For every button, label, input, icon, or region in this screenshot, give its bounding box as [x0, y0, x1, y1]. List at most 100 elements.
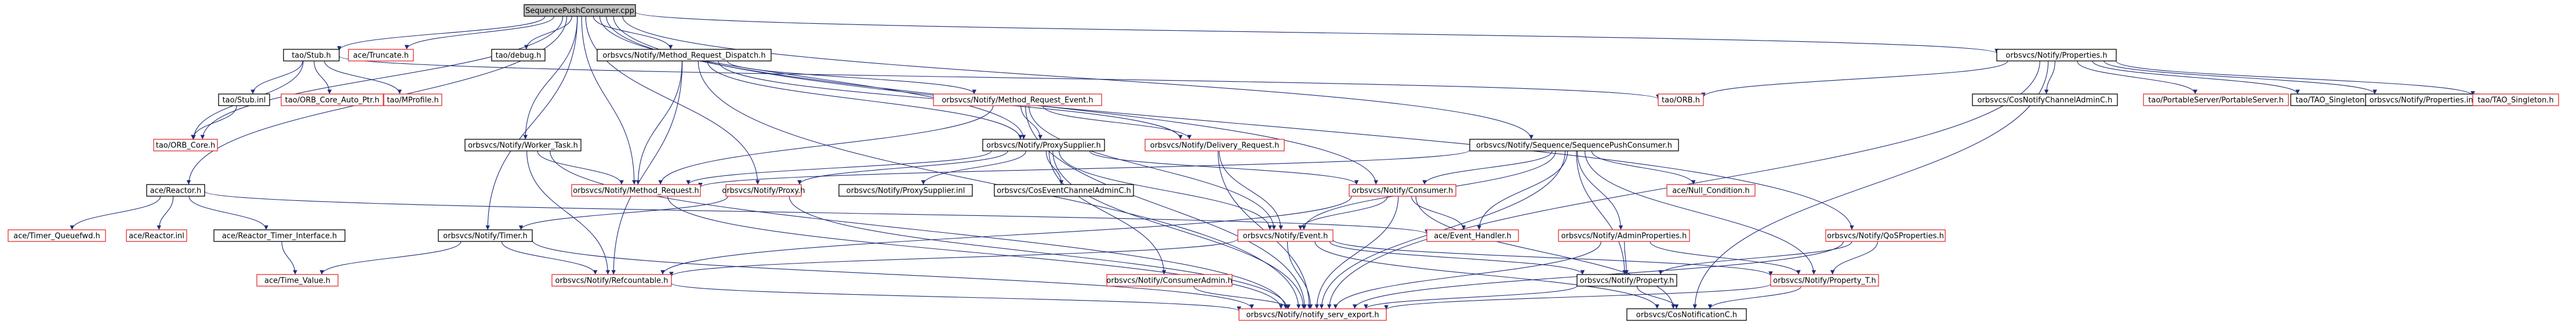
- node-box: [551, 274, 672, 287]
- node-worker_task[interactable]: orbsvcs/Notify/Worker_Task.h: [464, 139, 582, 151]
- node-cos_notification[interactable]: orbsvcs/CosNotificationC.h: [1626, 308, 1747, 321]
- node-box: [491, 49, 546, 62]
- edge-root-to-ace_truncate: [404, 16, 555, 50]
- node-tao_stub_h[interactable]: tao/Stub.h: [283, 49, 340, 62]
- node-props_inl[interactable]: orbsvcs/Notify/Properties.inl: [2365, 93, 2480, 106]
- node-admin_props[interactable]: orbsvcs/Notify/AdminProperties.h: [1558, 229, 1690, 242]
- edge-proxy_supplier-to-method_request: [686, 150, 992, 185]
- node-time_value[interactable]: ace/Time_Value.h: [256, 274, 339, 287]
- node-proxy_h[interactable]: orbsvcs/Notify/Proxy.h: [722, 184, 805, 197]
- node-consumer_h[interactable]: orbsvcs/Notify/Consumer.h: [1349, 184, 1456, 197]
- node-root[interactable]: SequencePushConsumer.cpp: [524, 4, 636, 17]
- edge-property_t-to-cos_notification: [1707, 286, 1802, 309]
- edge-worker_task-to-serv_export: [550, 150, 1288, 309]
- node-spc_h[interactable]: orbsvcs/Notify/Sequence/SequencePushCons…: [1469, 139, 1679, 151]
- node-orb_core[interactable]: tao/ORB_Core.h: [153, 139, 218, 151]
- node-label: orbsvcs/Notify/Refcountable.h: [555, 277, 668, 286]
- node-label: ace/Event_Handler.h: [1434, 232, 1512, 241]
- node-serv_export[interactable]: orbsvcs/Notify/notify_serv_export.h: [1238, 308, 1387, 321]
- node-ace_truncate[interactable]: ace/Truncate.h: [348, 49, 414, 62]
- node-box: [994, 184, 1134, 197]
- node-ace_reactor[interactable]: ace/Reactor.h: [146, 184, 205, 197]
- node-reactor_inl[interactable]: ace/Reactor.inl: [126, 229, 187, 242]
- node-label: orbsvcs/Notify/Properties.h: [2005, 52, 2107, 60]
- edge-event_h-to-serv_export: [1287, 241, 1313, 309]
- node-property_h[interactable]: orbsvcs/Notify/Property.h: [1576, 274, 1677, 287]
- node-qos_props[interactable]: orbsvcs/Notify/QoSProperties.h: [1825, 229, 1946, 242]
- node-orb_core_auto[interactable]: tao/ORB_Core_Auto_Ptr.h: [281, 93, 384, 106]
- edge-event_h-to-property_h: [1329, 241, 1585, 275]
- node-reactor_timer[interactable]: ace/Reactor_Timer_Interface.h: [213, 229, 346, 242]
- edge-ace_reactor-to-event_handler: [204, 191, 1429, 234]
- edge-tao_stub_h-to-tao_orb: [339, 56, 1661, 100]
- node-box: [283, 49, 340, 62]
- edge-mre_h-to-delivery_req: [1042, 105, 1192, 140]
- node-box: [838, 184, 973, 197]
- node-mprofile[interactable]: tao/MProfile.h: [383, 93, 442, 106]
- node-cos_nca[interactable]: orbsvcs/CosNotifyChannelAdminC.h: [1972, 93, 2118, 106]
- node-label: tao/Stub.h: [292, 52, 331, 60]
- node-event_h[interactable]: orbsvcs/Notify/Event.h: [1237, 229, 1334, 242]
- edge-notify_timer-to-refcountable: [501, 241, 598, 275]
- node-box: [1237, 229, 1334, 242]
- edge-admin_props-to-property_h: [1624, 241, 1629, 275]
- node-proxy_supplier[interactable]: orbsvcs/Notify/ProxySupplier.h: [982, 139, 1105, 151]
- edge-consumer_h-to-refcountable: [660, 196, 1352, 275]
- edge-props_h-to-props_inl: [2103, 60, 2377, 95]
- edge-tao_stub_h-to-mprofile: [324, 60, 402, 95]
- node-label: orbsvcs/Notify/Timer.h: [443, 232, 527, 241]
- edge-consumer_admin-to-serv_export: [1193, 286, 1291, 309]
- edge-proxy_supplier-to-proxy_supplier_inl: [921, 150, 1027, 185]
- node-timer_queuefwd[interactable]: ace/Timer_Queuefwd.h: [8, 229, 106, 242]
- node-box: [1106, 274, 1233, 287]
- node-delivery_req[interactable]: orbsvcs/Notify/Delivery_Request.h: [1145, 139, 1285, 151]
- node-props_h[interactable]: orbsvcs/Notify/Properties.h: [1996, 49, 2117, 62]
- node-label: orbsvcs/Notify/Property.h: [1580, 277, 1674, 286]
- node-box: [2143, 93, 2289, 106]
- edge-root-to-spc_h: [622, 16, 1534, 140]
- edge-worker_task-to-refcountable: [526, 150, 611, 275]
- node-tao_debug[interactable]: tao/debug.h: [491, 49, 546, 62]
- edge-root-to-tao_debug: [524, 16, 572, 50]
- node-mre_h[interactable]: orbsvcs/Notify/Method_Request_Event.h: [933, 93, 1102, 106]
- node-event_handler[interactable]: ace/Event_Handler.h: [1426, 229, 1519, 242]
- node-notify_timer[interactable]: orbsvcs/Notify/Timer.h: [438, 229, 533, 242]
- node-label: orbsvcs/Notify/Sequence/SequencePushCons…: [1476, 142, 1672, 150]
- node-box: [281, 93, 384, 106]
- node-label: tao/MProfile.h: [387, 96, 438, 105]
- edge-property_h-to-cos_notification: [1636, 286, 1679, 309]
- node-tao_orb[interactable]: tao/ORB.h: [1658, 93, 1704, 106]
- edge-props_h-to-tao_singleton_missing: [2116, 60, 2475, 96]
- node-tao_singleton_missing[interactable]: tao/TAO_Singleton.h: [2472, 93, 2559, 106]
- edge-qos_props-to-property_h: [1658, 241, 1852, 275]
- node-box: [1626, 308, 1747, 321]
- node-box: [597, 49, 772, 62]
- edge-consumer_h-to-event_handler: [1411, 196, 1466, 230]
- node-box: [2472, 93, 2559, 106]
- node-label: orbsvcs/Notify/Consumer.h: [1352, 187, 1454, 196]
- node-box: [1825, 229, 1946, 242]
- edge-worker_task-to-method_request: [537, 150, 624, 185]
- edge-root-to-props_h: [635, 12, 1999, 54]
- edge-mrd_h-to-proxy_supplier: [707, 60, 1023, 140]
- node-label: orbsvcs/Notify/Event.h: [1243, 232, 1328, 241]
- node-label: orbsvcs/Notify/ProxySupplier.h: [986, 142, 1100, 150]
- node-box: [571, 184, 701, 197]
- node-tao_stub_inl[interactable]: tao/Stub.inl: [218, 93, 270, 106]
- node-tao_singleton_h[interactable]: tao/TAO_Singleton.h: [2290, 93, 2377, 106]
- node-label: orbsvcs/Notify/ConsumerAdmin.h: [1106, 277, 1232, 286]
- node-box: [348, 49, 414, 62]
- node-property_t[interactable]: orbsvcs/Notify/Property_T.h: [1770, 274, 1879, 287]
- node-mrd_h[interactable]: orbsvcs/Notify/Method_Request_Dispatch.h: [597, 49, 772, 62]
- node-proxy_supplier_inl[interactable]: orbsvcs/Notify/ProxySupplier.inl: [838, 184, 973, 197]
- node-refcountable[interactable]: orbsvcs/Notify/Refcountable.h: [551, 274, 672, 287]
- node-null_condition[interactable]: ace/Null_Condition.h: [1666, 184, 1756, 197]
- node-cos_eca[interactable]: orbsvcs/CosEventChannelAdminC.h: [994, 184, 1134, 197]
- edge-notify_timer-to-time_value: [319, 241, 462, 275]
- node-portable_server[interactable]: tao/PortableServer/PortableServer.h: [2143, 93, 2289, 106]
- node-method_request[interactable]: orbsvcs/Notify/Method_Request.h: [571, 184, 701, 197]
- node-consumer_admin[interactable]: orbsvcs/Notify/ConsumerAdmin.h: [1106, 274, 1233, 287]
- node-label: orbsvcs/Notify/Method_Request.h: [573, 187, 699, 196]
- edge-root-to-mrd_h: [593, 16, 673, 50]
